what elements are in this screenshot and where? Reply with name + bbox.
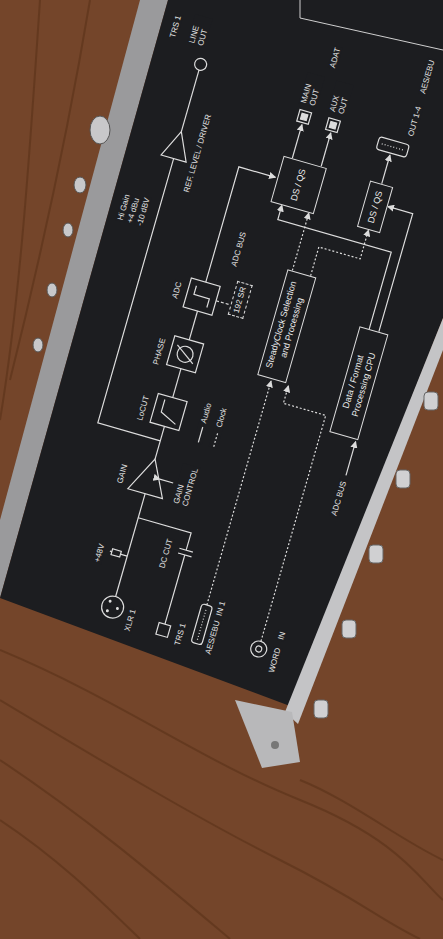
connector-label: MAIN OUT [299,73,325,109]
node-text: DS / QS [366,190,385,225]
connector-label: TRS 1 [168,14,184,40]
block-label: GAIN CONTROL [172,463,201,508]
connector-label: LINE OUT [187,14,213,48]
block-label: GAIN [115,463,130,486]
adat-wire [293,125,303,159]
locut-filter-box [150,394,187,431]
clock-box: SteadyClock Selection and Processing [258,270,317,384]
sample-rate-box: 192 SR [228,282,253,320]
adat-wire [321,133,331,167]
node-text: 192 SR [232,286,249,314]
connector [311,219,369,289]
gain-amplifier [128,454,173,499]
dsub-connector [376,137,409,158]
xlr-pins [106,600,121,616]
cpu-box: Data / Format Processing CPU [330,327,389,441]
section-label: AES/EBU [418,59,437,97]
block-label: ADC [170,280,184,301]
format-box: DS / QS [357,181,393,234]
dsub-pins [382,144,404,150]
section-label: AES/EBU [204,619,223,657]
adat-connector [326,118,341,133]
audio-wire [206,167,276,293]
top-panel [0,0,443,706]
resistor-symbol [111,549,121,557]
node-text: Data / Format Processing CPU [335,333,383,435]
adat-connector [330,122,337,129]
legend-swatch [210,430,223,450]
signal-wire [173,369,181,398]
signal-wire [155,427,164,460]
bus-label: ADC BUS [330,480,349,519]
legend-line [214,432,218,447]
power-label: +48V [93,542,108,565]
bnc-connector [249,639,269,659]
clock-wire [207,381,271,605]
connector-label: TRS 1 [173,622,189,648]
node-text: SteadyClock Selection and Processing [263,276,311,378]
bus-label: ADC BUS [229,230,248,269]
phase-symbol [174,345,197,364]
rack-ear [235,700,300,768]
line-out-jack [194,57,209,72]
signal-wire [116,494,145,597]
block-label: REF. LEVEL / DRIVER [182,113,214,195]
panel-line [300,0,443,50]
connector-label: IN [276,630,288,642]
adc-bus-wire [216,301,229,305]
gain-control-line [160,480,173,484]
highpass-symbol [159,400,181,425]
legend-line [198,427,202,442]
front-knobs [314,392,438,718]
trs-jack [156,623,171,638]
format-box: DS / QS [271,156,327,215]
adat-connector [297,110,312,125]
node-text: DS / QS [289,168,308,203]
connector-label: OUT 1-4 [406,105,424,139]
section-label: WORD [267,646,283,675]
block-label: DC CUT [157,537,175,571]
block-label: PHASE [151,337,168,368]
section-label: ADAT [328,46,343,70]
connector-label: XLR 1 [123,608,139,634]
legend-text: Audio [199,402,213,424]
signal-wire [190,311,198,340]
dsub-pins [198,609,207,640]
adc-bus-wire [346,442,356,476]
adc-box [183,278,220,315]
driver-amplifier [161,128,194,162]
dc-cut-wire [112,518,198,626]
adc-symbol [192,286,212,308]
rack-screw [271,741,279,749]
adat-connector [301,114,308,121]
front-edge [285,318,443,724]
block-label: LoCUT [135,394,151,423]
connector-label: IN 1 [215,600,228,619]
legend-text: Clock [215,407,229,429]
xlr-connector [99,594,126,621]
line-out-wire [98,159,236,441]
aes-out-wire [382,155,390,184]
clock-wire [219,386,331,641]
legend-item: Clock [209,407,229,449]
connector-label: AUX OUT [328,81,354,117]
line-out-wire [182,70,200,132]
legend-swatch [194,425,207,445]
connector [293,213,310,271]
bnc-connector [255,646,262,653]
phase-box [167,336,204,373]
